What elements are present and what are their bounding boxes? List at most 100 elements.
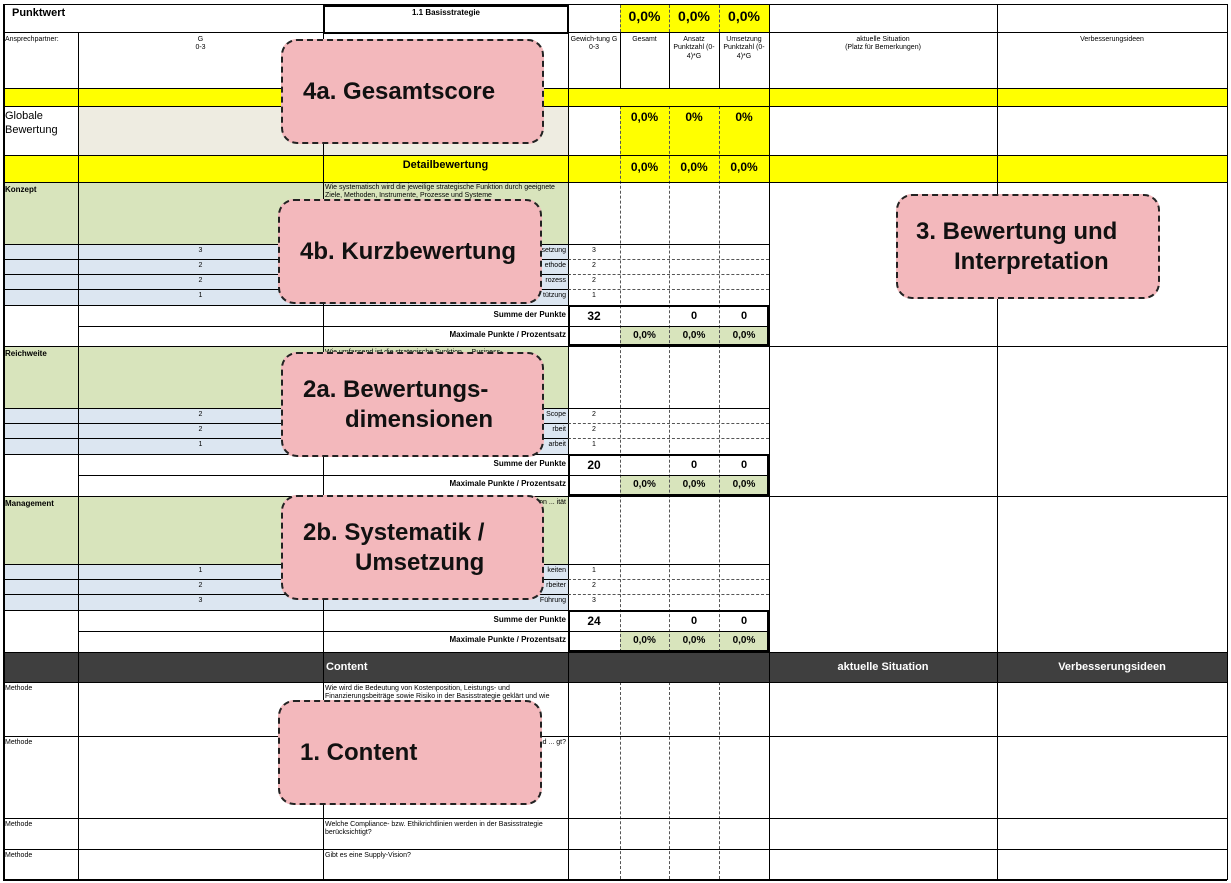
reichweite-pct-ansatz: 0,0%	[682, 479, 706, 490]
reichweite-sum: 20	[587, 458, 601, 472]
konzept-max-label: Maximale Punkte / Prozentsatz	[449, 330, 566, 339]
management-row-3-w: 3	[592, 597, 596, 604]
reichweite-sum-label: Summe der Punkte	[493, 459, 566, 468]
yellow-total-1	[620, 5, 669, 32]
callout-kurzbewertung-text: 4b. Kurzbewertung	[300, 237, 517, 265]
col-ansatz: Ansatz Punktzahl (0-4)*G	[673, 36, 715, 60]
sum-box-konzept	[568, 305, 769, 346]
konzept-row-1-g: 3	[198, 247, 203, 254]
konzept-row-3-g: 2	[198, 277, 203, 284]
reichweite-row-1-g: 2	[198, 411, 203, 418]
konzept-pct-ansatz: 0,0%	[682, 330, 706, 341]
konzept-row-1-w: 3	[592, 247, 596, 254]
content-header-situation: aktuelle Situation	[837, 661, 929, 673]
global-label: Globale Bewertung	[5, 110, 58, 136]
green-pct-management	[620, 631, 769, 651]
content-row-2-label: Methode	[5, 739, 33, 746]
management-pct-umsetzung: 0,0%	[732, 635, 756, 646]
management-row-2-text: rbeiter	[546, 582, 566, 589]
konzept-row-4-text: tützung	[543, 292, 566, 299]
konzept-row-3-text: rozess	[545, 277, 566, 284]
reichweite-row-2-text: rbeit	[552, 426, 566, 433]
reichweite-row-3-text: arbeit	[548, 441, 566, 448]
global-gesamt: 0,0%	[630, 110, 659, 124]
reichweite-sum-umsetzung: 0	[740, 459, 748, 471]
callout-dimensionen-line2: dimensionen	[345, 405, 494, 433]
management-row-3-g: 3	[198, 597, 203, 604]
management-sum-label: Summe der Punkte	[493, 615, 566, 624]
yellow-band-1	[3, 88, 1227, 106]
konzept-row-4-g: 1	[198, 292, 203, 299]
content-header-ideen: Verbesserungsideen	[1058, 661, 1166, 673]
callout-gesamtscore-text: 4a. Gesamtscore	[303, 77, 496, 105]
callout-bewertung-line1: 3. Bewertung und	[916, 217, 1118, 245]
global-umsetzung: 0%	[735, 110, 753, 124]
yellow-total-2	[669, 5, 719, 32]
konzept-row-2-w: 2	[592, 262, 596, 269]
management-row-2-w: 2	[592, 582, 596, 589]
callout-dimensionen-line1: 2a. Bewertungs-	[303, 375, 489, 403]
total-ansatz: 0,0%	[678, 8, 710, 24]
yellow-band-detail	[3, 155, 1227, 182]
callout-systematik-line1: 2b. Systematik /	[303, 518, 485, 546]
content-row-4-text: Gibt es eine Supply-Vision?	[325, 852, 411, 859]
konzept-row-3-w: 2	[592, 277, 596, 284]
reichweite-row-3-g: 1	[198, 441, 203, 448]
strategy-title: 1.1 Basisstrategie	[411, 8, 481, 17]
konzept-pct-umsetzung: 0,0%	[732, 330, 756, 341]
management-row-1-text: keiten	[547, 567, 566, 574]
global-ansatz: 0%	[685, 110, 703, 124]
col-gewichtung: Gewich-tung G 0-3	[570, 36, 618, 52]
section-question-konzept: Wie systematisch wird die jeweilige stra…	[325, 184, 555, 200]
col-ansprechpartner: Ansprechpartner:	[5, 36, 59, 43]
total-umsetzung: 0,0%	[728, 8, 760, 24]
reichweite-row-2-g: 2	[198, 426, 203, 433]
management-max-label: Maximale Punkte / Prozentsatz	[449, 635, 566, 644]
yellow-total-3	[719, 5, 769, 32]
callout-kurzbewertung: 4b. Kurzbewertung	[278, 199, 542, 304]
callout-systematik: 2b. Systematik / Umsetzung	[281, 495, 544, 600]
konzept-row-1-text: setzung	[541, 247, 566, 254]
reichweite-row-1-w: 2	[592, 411, 596, 418]
management-row-1-w: 1	[592, 567, 596, 574]
management-pct-ansatz: 0,0%	[682, 635, 706, 646]
detail-umsetzung: 0,0%	[730, 160, 758, 174]
section-question-management: on ... ität	[539, 499, 566, 506]
yellow-global-values	[620, 106, 769, 155]
callout-bewertung-line2: Interpretation	[954, 247, 1109, 275]
sum-box-reichweite	[568, 454, 769, 496]
detail-ansatz: 0,0%	[680, 160, 708, 174]
section-name-reichweite: Reichweite	[5, 349, 47, 358]
konzept-row-2-g: 2	[198, 262, 203, 269]
content-row-1-text: Wie wird die Bedeutung von Kostenpositio…	[325, 685, 550, 701]
reichweite-sum-ansatz: 0	[690, 459, 698, 471]
management-row-3-text: Führung	[539, 597, 566, 604]
konzept-sum: 32	[587, 309, 601, 323]
col-situation-note: (Platz für Bemerkungen)	[845, 44, 921, 51]
section-name-management: Management	[5, 499, 54, 508]
green-pct-konzept	[620, 326, 769, 346]
management-pct-gesamt: 0,0%	[633, 635, 656, 646]
content-row-2-text: und ... gt?	[534, 739, 566, 746]
col-situation: aktuelle Situation	[856, 36, 910, 43]
reichweite-row-1-text: Scope	[546, 411, 566, 418]
management-sum-umsetzung: 0	[740, 615, 748, 627]
callout-bewertung: 3. Bewertung und Interpretation	[896, 194, 1160, 299]
punktwert-label: Punktwert	[12, 7, 66, 19]
konzept-sum-umsetzung: 0	[740, 310, 748, 322]
konzept-sum-label: Summe der Punkte	[493, 310, 566, 319]
content-row-1-label: Methode	[5, 685, 33, 692]
konzept-sum-ansatz: 0	[690, 310, 698, 322]
reichweite-row-3-w: 1	[592, 441, 596, 448]
reichweite-max-label: Maximale Punkte / Prozentsatz	[449, 479, 566, 488]
col-umsetzung: Umsetzung Punktzahl (0-4)*G	[723, 36, 765, 60]
total-gesamt: 0,0%	[628, 8, 661, 24]
management-sum: 24	[587, 614, 601, 628]
detail-label: Detailbewertung	[402, 159, 489, 171]
callout-systematik-line2: Umsetzung	[355, 548, 485, 576]
callout-dimensionen: 2a. Bewertungs- dimensionen	[281, 352, 544, 457]
sum-box-management	[568, 610, 769, 652]
konzept-row-4-w: 1	[592, 292, 596, 299]
section-name-konzept: Konzept	[5, 185, 37, 194]
content-header-bar	[3, 652, 1227, 682]
